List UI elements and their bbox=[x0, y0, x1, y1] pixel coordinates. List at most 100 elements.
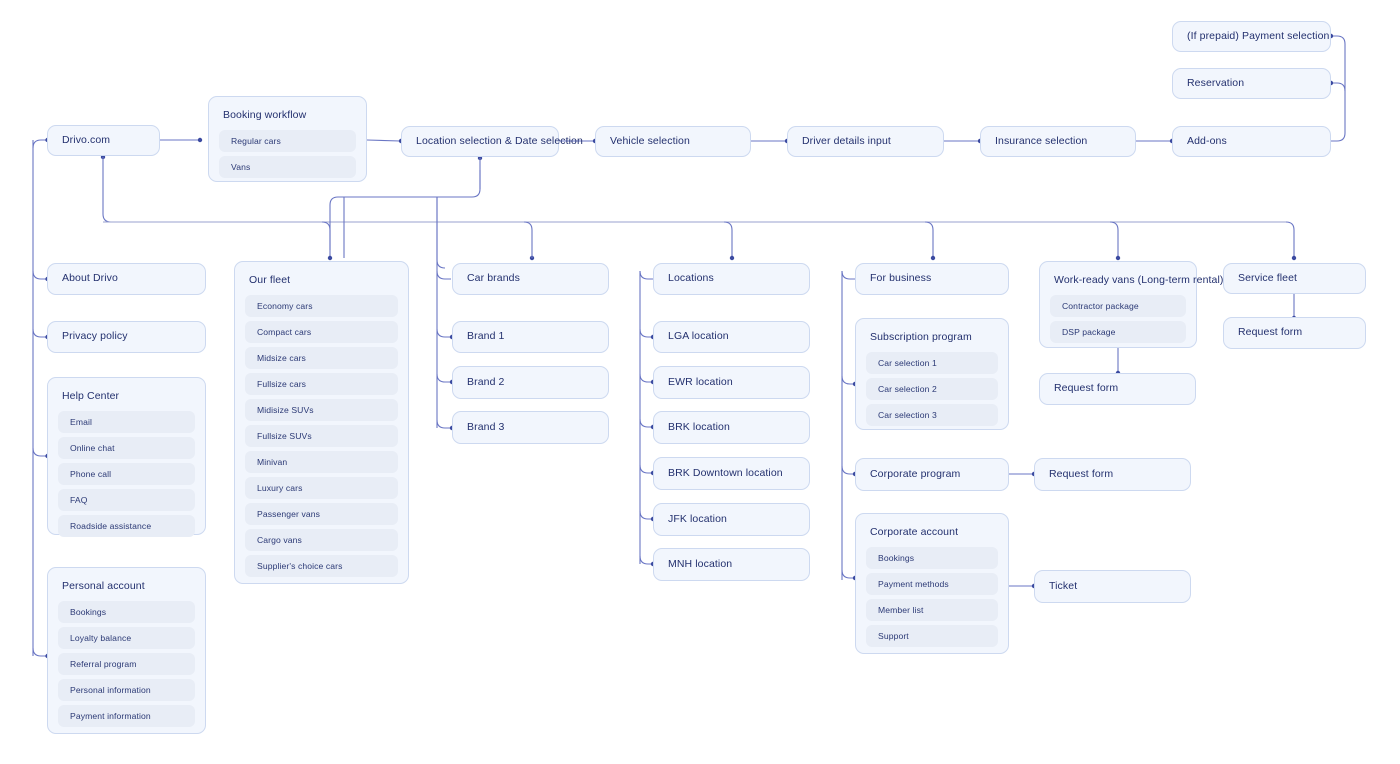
list-item[interactable]: Car selection 3 bbox=[866, 404, 998, 427]
list-item[interactable]: Member list bbox=[866, 599, 998, 622]
list-item[interactable]: Referral program bbox=[58, 653, 195, 676]
node-work-ready-vans[interactable]: Work-ready vans (Long-term rental) Contr… bbox=[1039, 261, 1224, 348]
node-brand-1[interactable]: Brand 1 bbox=[452, 321, 609, 353]
item-label: Roadside assistance bbox=[70, 521, 152, 532]
list-item[interactable]: Supplier's choice cars bbox=[245, 555, 398, 578]
list-item[interactable]: Vans bbox=[219, 156, 356, 179]
node-label: Ticket bbox=[1049, 579, 1078, 592]
list-item[interactable]: Cargo vans bbox=[245, 529, 398, 552]
item-label: Bookings bbox=[70, 607, 107, 618]
node-location-mnh[interactable]: MNH location bbox=[653, 548, 810, 581]
node-subscription-program[interactable]: Subscription program Car selection 1 Car… bbox=[855, 318, 1009, 430]
node-label: Drivo.com bbox=[62, 133, 111, 146]
node-add-ons[interactable]: Add-ons bbox=[1172, 126, 1331, 157]
node-locations[interactable]: Locations bbox=[653, 263, 810, 295]
node-location-brk[interactable]: BRK location bbox=[653, 411, 810, 444]
node-drivo-com[interactable]: Drivo.com bbox=[47, 125, 160, 156]
node-location-brk-downtown[interactable]: BRK Downtown location bbox=[653, 457, 810, 490]
node-insurance-selection[interactable]: Insurance selection bbox=[980, 126, 1136, 157]
list-item[interactable]: Personal information bbox=[58, 679, 195, 702]
list-item[interactable]: Support bbox=[866, 625, 998, 648]
item-label: Economy cars bbox=[257, 301, 313, 312]
node-reservation[interactable]: Reservation bbox=[1172, 68, 1331, 99]
node-privacy-policy[interactable]: Privacy policy bbox=[47, 321, 206, 353]
node-title: Corporate account bbox=[870, 526, 959, 538]
list-item[interactable]: Online chat bbox=[58, 437, 195, 460]
node-personal-account[interactable]: Personal account Bookings Loyalty balanc… bbox=[47, 567, 206, 734]
node-title: Our fleet bbox=[249, 274, 291, 286]
list-item[interactable]: Roadside assistance bbox=[58, 515, 195, 538]
node-about-drivo[interactable]: About Drivo bbox=[47, 263, 206, 295]
item-label: DSP package bbox=[1062, 327, 1116, 338]
item-label: Car selection 3 bbox=[878, 410, 937, 421]
item-label: Phone call bbox=[70, 469, 112, 480]
node-label: Vehicle selection bbox=[610, 134, 690, 147]
node-label: LGA location bbox=[668, 330, 729, 343]
node-label: Request form bbox=[1049, 467, 1114, 480]
node-location-jfk[interactable]: JFK location bbox=[653, 503, 810, 536]
node-brand-3[interactable]: Brand 3 bbox=[452, 411, 609, 444]
list-item[interactable]: Bookings bbox=[58, 601, 195, 624]
item-label: Midisize SUVs bbox=[257, 405, 314, 416]
list-item[interactable]: Loyalty balance bbox=[58, 627, 195, 650]
list-item[interactable]: Minivan bbox=[245, 451, 398, 474]
list-item[interactable]: Contractor package bbox=[1050, 295, 1186, 318]
node-location-lga[interactable]: LGA location bbox=[653, 321, 810, 353]
item-label: Compact cars bbox=[257, 327, 312, 338]
item-label: Cargo vans bbox=[257, 535, 302, 546]
node-our-fleet[interactable]: Our fleet Economy cars Compact cars Mids… bbox=[234, 261, 409, 584]
node-label: Corporate program bbox=[870, 467, 961, 480]
node-booking-workflow[interactable]: Booking workflow Regular cars Vans bbox=[208, 96, 367, 182]
list-item[interactable]: DSP package bbox=[1050, 321, 1186, 344]
list-item[interactable]: Fullsize cars bbox=[245, 373, 398, 396]
list-item[interactable]: Midisize SUVs bbox=[245, 399, 398, 422]
list-item[interactable]: Payment information bbox=[58, 705, 195, 728]
list-item[interactable]: Phone call bbox=[58, 463, 195, 486]
node-label: Reservation bbox=[1187, 76, 1245, 89]
list-item[interactable]: Compact cars bbox=[245, 321, 398, 344]
list-item[interactable]: Payment methods bbox=[866, 573, 998, 596]
node-service-fleet-request-form[interactable]: Request form bbox=[1223, 317, 1366, 349]
list-item[interactable]: Bookings bbox=[866, 547, 998, 570]
node-payment-selection[interactable]: (If prepaid) Payment selection bbox=[1172, 21, 1331, 52]
node-label: Locations bbox=[668, 272, 714, 285]
list-item[interactable]: Passenger vans bbox=[245, 503, 398, 526]
node-ticket[interactable]: Ticket bbox=[1034, 570, 1191, 603]
item-label: Member list bbox=[878, 605, 924, 616]
node-label: BRK Downtown location bbox=[668, 466, 783, 479]
node-work-ready-vans-request-form[interactable]: Request form bbox=[1039, 373, 1196, 405]
list-item[interactable]: Car selection 1 bbox=[866, 352, 998, 375]
item-label: Car selection 2 bbox=[878, 384, 937, 395]
node-corporate-account[interactable]: Corporate account Bookings Payment metho… bbox=[855, 513, 1009, 654]
node-label: Add-ons bbox=[1187, 134, 1227, 147]
node-location-ewr[interactable]: EWR location bbox=[653, 366, 810, 399]
node-brand-2[interactable]: Brand 2 bbox=[452, 366, 609, 399]
item-label: Referral program bbox=[70, 659, 137, 670]
item-label: Personal information bbox=[70, 685, 151, 696]
node-label: For business bbox=[870, 272, 932, 285]
node-service-fleet[interactable]: Service fleet bbox=[1223, 263, 1366, 294]
list-item[interactable]: Regular cars bbox=[219, 130, 356, 153]
node-driver-details-input[interactable]: Driver details input bbox=[787, 126, 944, 157]
node-location-date-selection[interactable]: Location selection & Date selection bbox=[401, 126, 583, 157]
node-label: About Drivo bbox=[62, 272, 118, 285]
node-for-business[interactable]: For business bbox=[855, 263, 1009, 295]
list-item[interactable]: Email bbox=[58, 411, 195, 434]
node-car-brands[interactable]: Car brands bbox=[452, 263, 609, 295]
list-item[interactable]: Economy cars bbox=[245, 295, 398, 318]
list-item[interactable]: Midsize cars bbox=[245, 347, 398, 370]
list-item[interactable]: FAQ bbox=[58, 489, 195, 512]
list-item[interactable]: Luxury cars bbox=[245, 477, 398, 500]
node-corporate-program-request-form[interactable]: Request form bbox=[1034, 458, 1191, 491]
list-item[interactable]: Car selection 2 bbox=[866, 378, 998, 401]
item-label: Vans bbox=[231, 162, 251, 173]
node-label: Brand 3 bbox=[467, 420, 505, 433]
item-label: Email bbox=[70, 417, 92, 428]
node-corporate-program[interactable]: Corporate program bbox=[855, 458, 1009, 491]
node-help-center[interactable]: Help Center Email Online chat Phone call… bbox=[47, 377, 206, 538]
item-label: Fullsize SUVs bbox=[257, 431, 312, 442]
node-title: Work-ready vans (Long-term rental) bbox=[1054, 274, 1224, 286]
item-label: Online chat bbox=[70, 443, 115, 454]
node-vehicle-selection[interactable]: Vehicle selection bbox=[595, 126, 751, 157]
list-item[interactable]: Fullsize SUVs bbox=[245, 425, 398, 448]
